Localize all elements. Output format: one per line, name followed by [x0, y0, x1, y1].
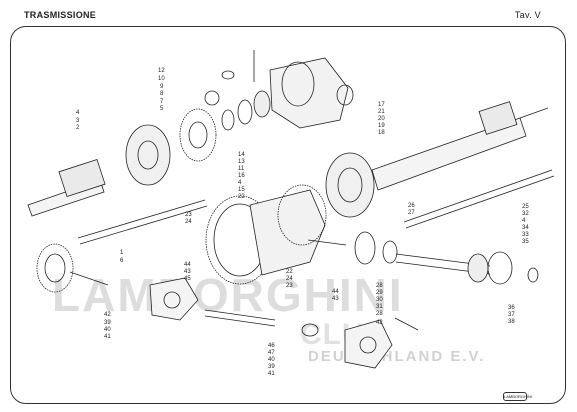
part-callout-c28b: 28	[376, 311, 383, 317]
part-callout-c7: 7	[160, 99, 164, 105]
part-callout-c46: 46	[268, 343, 275, 349]
bearing-stack-upper	[204, 50, 271, 131]
part-callout-c37: 37	[508, 312, 515, 318]
part-callout-c42a: 42	[104, 312, 111, 318]
part-callout-c28a: 28	[376, 283, 383, 289]
part-callout-c41b: 41	[268, 371, 275, 377]
part-callout-c41a: 41	[104, 334, 111, 340]
part-callout-c1: 1	[120, 250, 124, 256]
part-callout-c20: 20	[378, 116, 385, 122]
part-callout-c23b: 23	[286, 283, 293, 289]
part-callout-c14: 14	[238, 152, 245, 158]
part-callout-c5: 5	[160, 106, 164, 112]
part-callout-c18: 18	[378, 130, 385, 136]
right-axle-tube	[325, 101, 549, 218]
ring-gear-lower	[36, 243, 109, 293]
part-callout-c9: 9	[160, 84, 164, 90]
long-shaft-right	[403, 169, 555, 229]
part-callout-c21: 21	[378, 109, 385, 115]
part-callout-c10: 10	[158, 76, 165, 82]
part-callout-c19: 19	[378, 123, 385, 129]
part-callout-c39b: 39	[268, 364, 275, 370]
part-callout-c24b: 24	[286, 276, 293, 282]
part-callout-c39a: 39	[104, 320, 111, 326]
part-callout-c6: 6	[120, 258, 124, 264]
part-callout-c44a: 44	[184, 262, 191, 268]
flex-coupling-right	[301, 317, 419, 369]
part-callout-c38: 38	[508, 319, 515, 325]
part-callout-c29: 29	[376, 290, 383, 296]
part-callout-c16: 16	[238, 173, 245, 179]
part-callout-c26: 26	[408, 203, 415, 209]
part-callout-c32: 32	[522, 211, 529, 217]
diagram-frame	[10, 26, 566, 404]
part-callout-c47: 47	[268, 350, 275, 356]
part-callout-c4b: 4	[238, 180, 242, 186]
page-title: TRASMISSIONE	[24, 10, 97, 20]
part-callout-c22b: 22	[286, 269, 293, 275]
part-callout-c24a: 24	[185, 219, 192, 225]
part-callout-c2a: 2	[76, 125, 80, 131]
part-callout-c15: 15	[238, 187, 245, 193]
crown-wheel-upper	[179, 108, 217, 162]
part-callout-c33: 33	[522, 232, 529, 238]
part-callout-c34: 34	[522, 225, 529, 231]
watermark-brand: LAMBORGHINI	[52, 269, 404, 321]
part-callout-c4c: 4	[522, 218, 526, 224]
part-callout-c22: 22	[238, 194, 245, 200]
part-callout-c8: 8	[160, 91, 164, 97]
flex-coupling-left	[149, 277, 276, 327]
part-callout-c44b: 44	[332, 289, 339, 295]
part-callout-c4a: 4	[76, 110, 80, 116]
part-callout-c43b: 43	[332, 296, 339, 302]
part-callout-c13: 13	[238, 159, 245, 165]
differential-housing	[269, 57, 354, 129]
logo-badge: LAMBORGHINI	[503, 392, 533, 401]
part-callout-c11: 11	[238, 166, 245, 172]
part-callout-c17: 17	[378, 102, 385, 108]
part-callout-c3a: 3	[76, 118, 80, 124]
table-label: Tav. V	[514, 10, 541, 20]
part-callout-c23a: 23	[185, 212, 192, 218]
part-callout-c12: 12	[158, 68, 165, 74]
part-callout-c35: 35	[522, 239, 529, 245]
part-callout-c43a: 43	[184, 269, 191, 275]
part-callout-c45: 45	[184, 276, 191, 282]
flange-right	[487, 251, 539, 285]
left-axle-tube	[27, 124, 171, 217]
gearbox-casing	[205, 184, 347, 285]
part-callout-c40a: 40	[104, 327, 111, 333]
part-callout-c40b: 40	[268, 357, 275, 363]
part-callout-c25: 25	[522, 204, 529, 210]
output-shaft	[354, 231, 491, 283]
part-callout-c27: 27	[408, 210, 415, 216]
part-callout-c30: 30	[376, 297, 383, 303]
part-callout-c42b: 42	[376, 320, 383, 326]
part-callout-c31: 31	[376, 304, 383, 310]
long-shaft-left	[77, 199, 208, 245]
part-callout-c36: 36	[508, 305, 515, 311]
